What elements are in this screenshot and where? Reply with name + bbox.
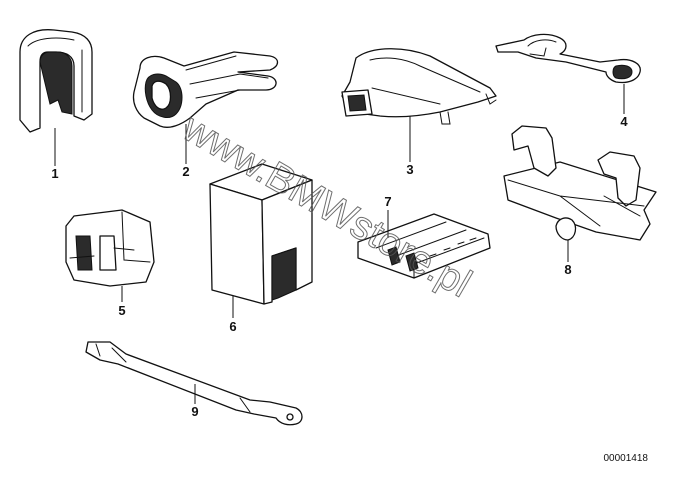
part-number-9: 9 xyxy=(191,404,198,419)
insulating-cap-icon xyxy=(209,163,313,305)
part-number-4: 4 xyxy=(620,114,628,129)
part-number-5: 5 xyxy=(118,303,125,318)
ground-strap-icon xyxy=(85,341,303,426)
part-number-8: 8 xyxy=(564,262,571,277)
part-number-3: 3 xyxy=(406,162,413,177)
leader-lines xyxy=(54,84,625,404)
connector-cover-icon xyxy=(341,48,497,125)
part-number-2: 2 xyxy=(182,164,189,179)
part-number-1: 1 xyxy=(51,166,58,181)
bracket-holder-icon xyxy=(503,125,657,241)
part-number-labels: 1 2 3 4 5 6 7 8 9 xyxy=(51,114,628,419)
part-number-6: 6 xyxy=(229,319,236,334)
double-contact-block-icon xyxy=(357,213,491,279)
part-number-7: 7 xyxy=(384,194,391,209)
end-cap-icon xyxy=(19,29,93,133)
plug-housing-icon xyxy=(65,209,155,287)
connector-sleeve-icon xyxy=(132,51,279,128)
cable-holder-clip-icon xyxy=(495,33,641,84)
document-number: 00001418 xyxy=(604,453,649,464)
